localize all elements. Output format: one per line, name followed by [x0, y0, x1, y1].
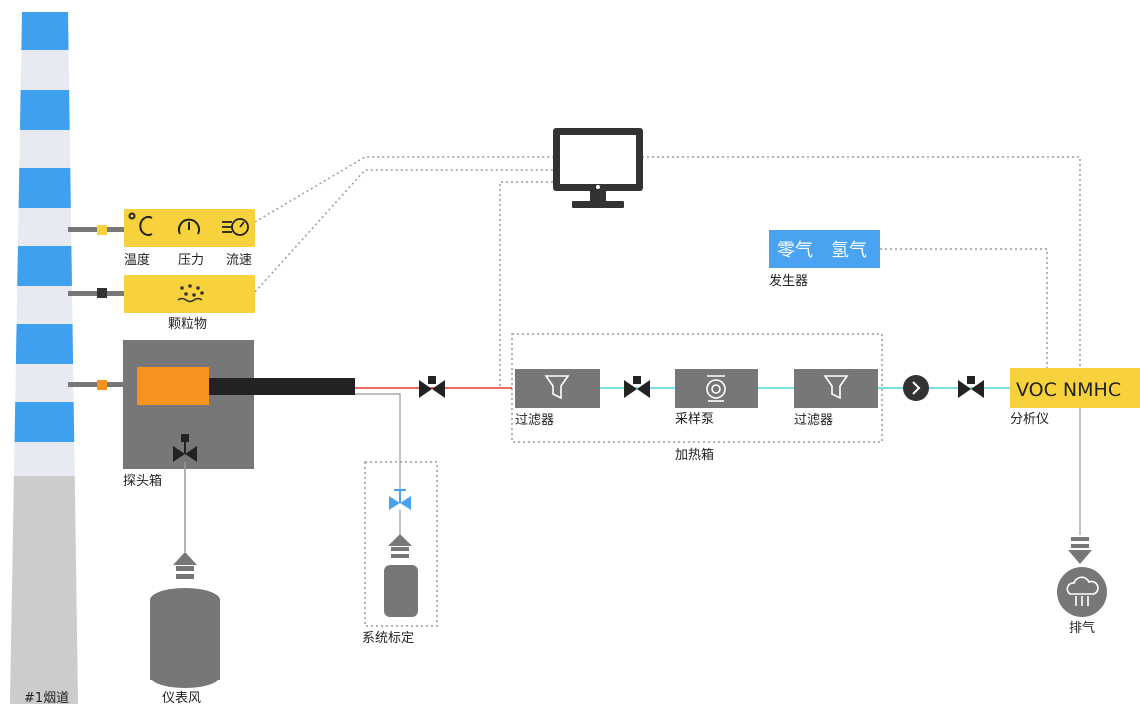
probe-box-label: 探头箱: [123, 473, 162, 489]
chevron-right-icon: [912, 381, 921, 395]
sensor-connections: [68, 225, 124, 390]
gas-generator: 零气 氢气: [769, 230, 880, 268]
funnel-icon: [544, 375, 570, 400]
chimney: [10, 12, 78, 704]
exhaust-label: 排气: [1069, 620, 1095, 636]
sensor-box: [124, 209, 255, 247]
instrument-air-arrow-icon: [173, 552, 197, 579]
sample-pump: [675, 369, 758, 408]
probe-valve-icon: [173, 434, 197, 462]
calibration-valve-icon: [389, 489, 411, 510]
heated-box-label: 加热箱: [675, 447, 714, 463]
instrument-air-label: 仪表风: [162, 691, 201, 704]
cloud-icon: [1066, 576, 1099, 606]
celsius-icon: [128, 212, 153, 236]
funnel-icon: [823, 375, 849, 400]
flow-speed-label: 流速: [226, 253, 252, 268]
filter-1: [515, 369, 600, 408]
pump-icon: [706, 375, 726, 402]
filter-2-label: 过滤器: [794, 413, 833, 428]
probe-box: [123, 340, 355, 469]
check-valve: [903, 375, 929, 401]
generator-label: 发生器: [769, 273, 808, 289]
calibration-gas-cylinder: [384, 565, 418, 617]
pressure-label: 压力: [178, 253, 204, 268]
analyzer: VOC NMHC: [1010, 368, 1140, 408]
analyzer-label: 分析仪: [1010, 412, 1049, 427]
pump-valve-icon: [624, 376, 650, 398]
chimney-label: #1烟道: [24, 691, 69, 704]
filter-2: [794, 369, 878, 408]
gauge-icon: [178, 218, 200, 235]
filter-1-label: 过滤器: [515, 413, 554, 428]
analyzer-text: VOC NMHC: [1016, 379, 1121, 401]
system-calibration-label: 系统标定: [362, 631, 414, 646]
sample-pump-label: 采样泵: [675, 412, 714, 427]
exhaust-outlet: [1057, 567, 1107, 617]
analyzer-valve-icon: [958, 376, 984, 398]
signal-lines: [254, 156, 1081, 627]
hydrogen-label: 氢气: [831, 240, 867, 261]
particles-icon: [177, 284, 204, 303]
particulate-sensor: [124, 275, 255, 313]
temperature-label: 温度: [124, 252, 150, 268]
calibration-arrow-icon: [388, 534, 412, 558]
monitor-icon: [553, 128, 643, 208]
flow-icon: [222, 218, 249, 236]
zero-gas-label: 零气: [777, 240, 813, 261]
main-valve-icon: [419, 376, 445, 398]
instrument-air-tank: [150, 588, 220, 688]
particulate-label: 颗粒物: [168, 317, 207, 332]
exhaust-arrow-icon: [1068, 537, 1092, 564]
